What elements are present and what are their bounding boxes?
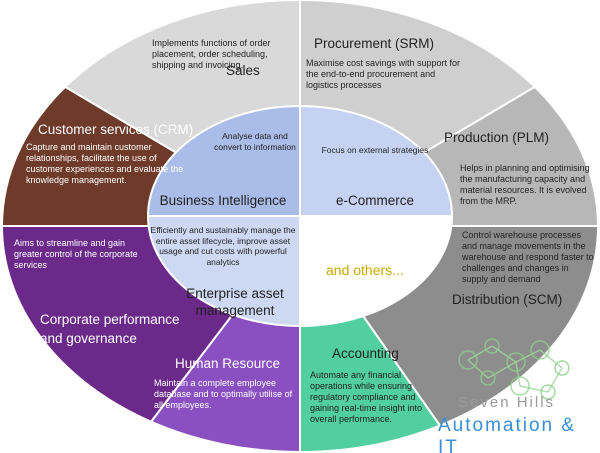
procurement-title: Procurement (SRM) bbox=[314, 36, 435, 51]
watermark-node bbox=[480, 370, 496, 386]
watermark-link bbox=[547, 367, 563, 393]
distribution-title: Distribution (SCM) bbox=[452, 292, 563, 307]
distribution-desc: Control warehouse processes and manage m… bbox=[462, 230, 594, 284]
human-resource-desc: Maintain a complete employee database an… bbox=[154, 378, 293, 410]
ecommerce-desc: Focus on external strategies bbox=[321, 145, 429, 155]
bi-quadrant bbox=[146, 104, 301, 217]
watermark-link bbox=[491, 345, 517, 363]
bi-title: Business Intelligence bbox=[159, 193, 287, 208]
watermark-node bbox=[506, 352, 526, 372]
watermark-node bbox=[530, 340, 550, 360]
eam-quadrant bbox=[146, 215, 301, 328]
watermark-node bbox=[458, 350, 478, 370]
watermark-node bbox=[554, 360, 570, 376]
production-title: Production (PLM) bbox=[444, 130, 550, 145]
sales-title: Sales bbox=[226, 63, 260, 78]
watermark-link bbox=[467, 345, 493, 361]
watermark-link bbox=[515, 349, 541, 363]
watermark-line2: Automation & IT bbox=[438, 415, 577, 453]
corporate-title: Corporate performance and governance bbox=[40, 312, 180, 346]
others-label: and others... bbox=[326, 262, 404, 278]
watermark-link bbox=[515, 361, 521, 387]
inner-circle bbox=[146, 104, 454, 328]
eam-title: Enterprise asset management bbox=[186, 286, 284, 318]
production-desc: Helps in planning and optimising the man… bbox=[460, 163, 590, 206]
accounting-title: Accounting bbox=[332, 346, 399, 361]
watermark-line1: Seven Hills bbox=[458, 394, 556, 411]
procurement-desc: Maximise cost savings with support for t… bbox=[306, 58, 461, 90]
sales-desc: Implements functions of order placement,… bbox=[152, 38, 271, 70]
bi-desc: Analyse data and convert to information bbox=[214, 131, 296, 152]
watermark-node bbox=[484, 338, 500, 354]
ecommerce-quadrant bbox=[299, 104, 454, 217]
watermark-logo-icon bbox=[458, 338, 570, 400]
watermark-node bbox=[540, 384, 556, 400]
corporate-desc: Aims to streamline and gain greater cont… bbox=[14, 238, 138, 270]
watermark-link bbox=[519, 385, 549, 393]
watermark-node bbox=[510, 376, 530, 396]
accounting-desc: Automate any financial operations while … bbox=[310, 370, 423, 424]
crm-desc: Capture and maintain customer relationsh… bbox=[26, 142, 184, 185]
watermark-link bbox=[539, 349, 563, 369]
others-quadrant bbox=[299, 215, 454, 328]
ecommerce-title: e-Commerce bbox=[335, 193, 414, 208]
human-resource-title: Human Resource bbox=[175, 356, 281, 371]
watermark-link bbox=[467, 359, 489, 379]
crm-title: Customer services (CRM) bbox=[38, 122, 194, 137]
eam-desc: Efficiently and sustainably manage the e… bbox=[150, 225, 296, 267]
watermark-link bbox=[487, 361, 517, 379]
